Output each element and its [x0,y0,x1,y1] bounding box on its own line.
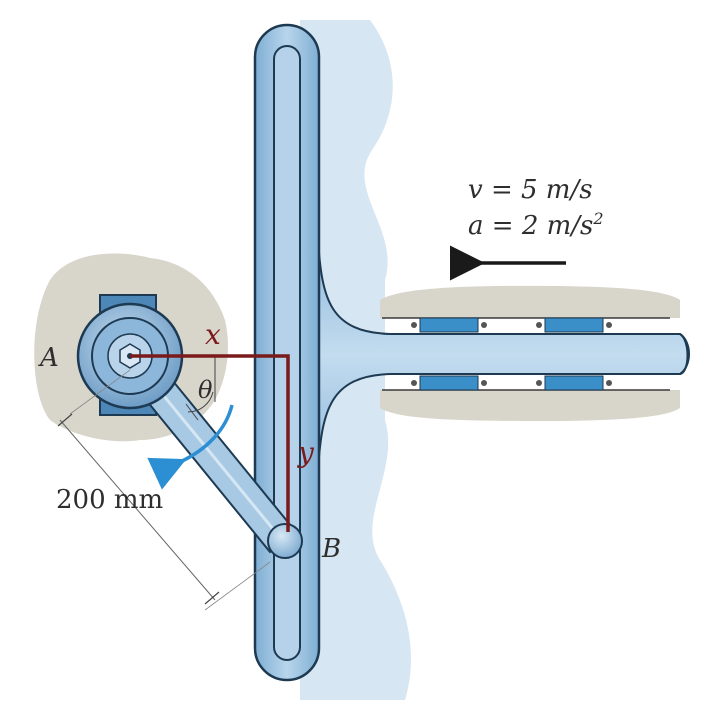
dimension-extension-b [204,561,271,611]
xy-axes [130,354,290,532]
velocity-label: v = 5 m/s [468,175,593,205]
theta-arc [187,391,214,413]
acceleration-exponent: 2 [592,209,603,228]
bearing-housing-top [380,285,680,318]
rotation-arrow [147,404,234,490]
acceleration-text: a = 2 m/s2 [468,209,604,241]
point-b-label: B [321,534,341,564]
acceleration-label: a = 2 m/s [468,211,593,241]
rod-end-cap [679,333,690,375]
dimension-tick-b [204,591,220,605]
pin-b [267,523,303,559]
dimension-line [59,419,216,601]
point-a-label: A [38,343,59,373]
dimension-label: 200 mm [56,485,163,515]
x-axis-label: x [205,318,221,351]
dimension-tick-a [57,413,73,427]
y-axis-label: y [296,436,315,469]
dimension-extension-a [69,369,131,415]
bearing-housing-bottom [380,390,680,421]
yoke-slot [273,45,301,661]
theta-tick [185,403,199,421]
horizontal-rod [317,239,689,471]
theta-label: θ [198,376,213,404]
bearing-pads [411,317,612,391]
